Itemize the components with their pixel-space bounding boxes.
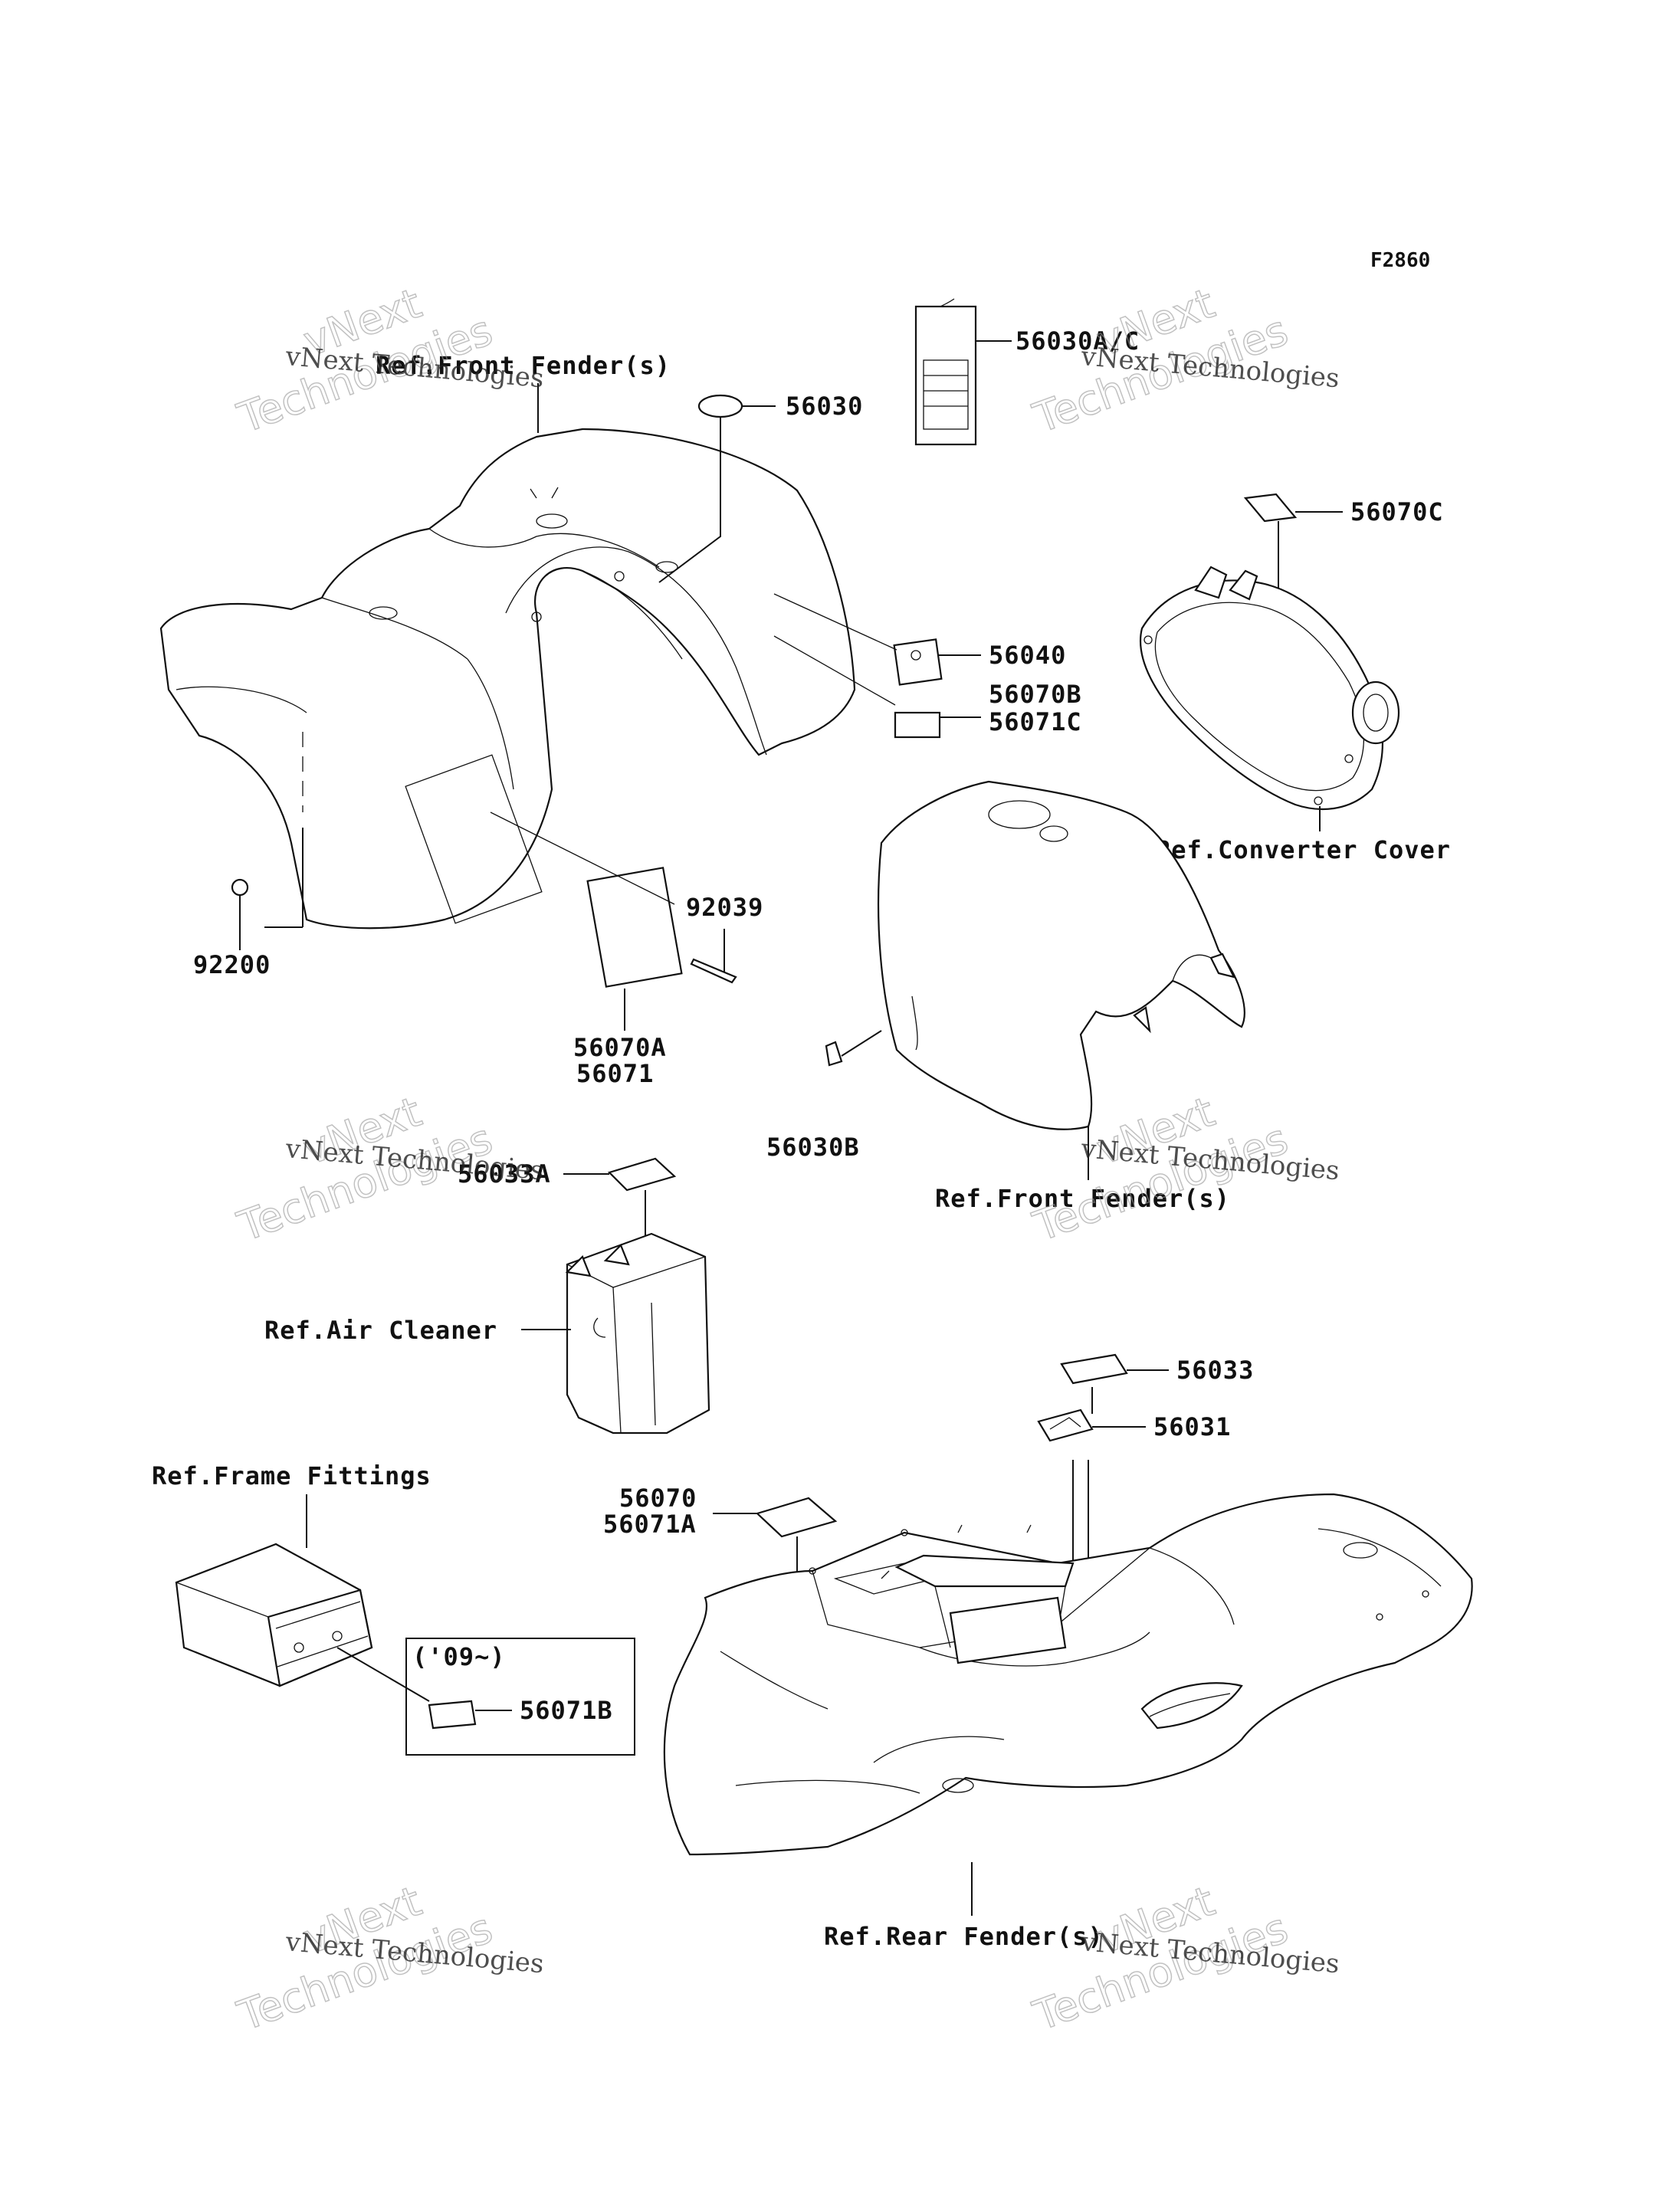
part-label-56071b: 56071B [520, 1696, 613, 1725]
ref-front-fender-top: Ref.Front Fender(s) [376, 351, 671, 380]
label-56070c-part [1243, 493, 1298, 523]
label-56033-part [1060, 1353, 1128, 1385]
part-label-56030b: 56030B [766, 1133, 860, 1162]
watermark-bottom-left: vNext Technologies vNext Technologies [231, 1876, 545, 2041]
part-label-56071: 56071 [576, 1059, 654, 1088]
label-56070b-part [894, 711, 941, 739]
front-fender-drawing [159, 428, 856, 930]
part-label-56071c: 56071C [989, 707, 1082, 736]
label-56031-part [1037, 1408, 1094, 1442]
watermark-mid-left: vNext Technologies vNext Technologies [231, 1087, 545, 1251]
label-56071b-part [428, 1700, 477, 1730]
label-56033a-part [607, 1157, 677, 1192]
ref-rear-fender: Ref.Rear Fender(s) [824, 1922, 1104, 1951]
watermark-bottom-right: vNext Technologies vNext Technologies [1026, 1876, 1340, 2041]
figure-id: F2860 [1370, 249, 1430, 272]
ref-converter-cover: Ref.Converter Cover [1156, 835, 1451, 864]
watermark-top-right: vNext Technologies vNext Technologies [1026, 278, 1340, 443]
year-note: ('09~) [412, 1642, 506, 1671]
label-56070-part [755, 1497, 838, 1538]
part-label-56033a: 56033A [458, 1159, 551, 1189]
part-label-92200: 92200 [193, 950, 271, 979]
ref-front-fender-mid: Ref.Front Fender(s) [935, 1184, 1230, 1213]
ref-air-cleaner: Ref.Air Cleaner [264, 1316, 497, 1345]
part-label-56033: 56033 [1176, 1356, 1254, 1385]
part-label-56031: 56031 [1153, 1412, 1231, 1441]
part-label-92039: 92039 [686, 893, 763, 922]
part-label-56071a: 56071A [603, 1510, 697, 1539]
part-label-56070b: 56070B [989, 680, 1082, 709]
label-56070a-part [586, 867, 683, 988]
fastener-92200-part [231, 878, 249, 897]
part-label-56070c: 56070C [1350, 497, 1444, 526]
watermark-top-left: vNext Technologies vNext Technologies [231, 278, 545, 443]
front-fender-inner-drawing [878, 780, 1245, 1130]
label-56040-part [893, 638, 943, 686]
part-label-56030ac: 56030A/C [1016, 326, 1140, 356]
rear-fender-drawing [663, 1493, 1473, 1856]
air-cleaner-drawing [565, 1232, 710, 1435]
part-label-56070: 56070 [619, 1484, 697, 1513]
part-label-56070a: 56070A [573, 1033, 667, 1062]
tag-56030ac-part [914, 298, 977, 446]
part-label-56040: 56040 [989, 641, 1066, 670]
fastener-92039-part [690, 958, 737, 984]
label-56030b-part [825, 1041, 843, 1067]
ref-frame-fittings: Ref.Frame Fittings [152, 1461, 431, 1490]
label-56030-part [697, 394, 743, 418]
frame-fittings-drawing [175, 1543, 373, 1687]
part-label-56030: 56030 [786, 392, 863, 421]
converter-cover-drawing [1140, 566, 1400, 811]
year-note-box [405, 1638, 635, 1756]
